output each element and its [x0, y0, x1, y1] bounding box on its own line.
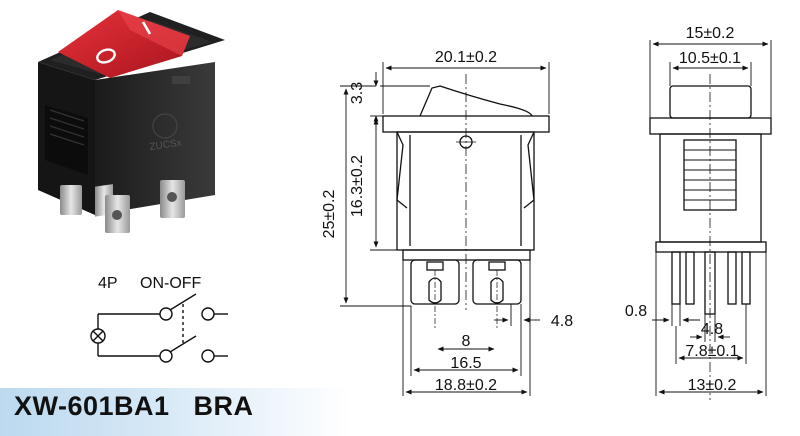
dim-side-base-width-label: 13±0.2 — [688, 377, 737, 394]
side-dimension-lines — [649, 40, 772, 396]
dim-frame-width-label: 15±0.2 — [686, 25, 735, 42]
model-suffix: BRA — [193, 391, 254, 421]
dim-rocker-height-label: 3.3 — [349, 82, 366, 104]
on-marking-icon — [141, 21, 152, 35]
off-marking-icon — [96, 48, 116, 64]
side-view-drawing — [649, 74, 772, 400]
front-view-drawing — [382, 74, 550, 330]
dim-terminal-spacing-label: 7.8±0.1 — [685, 343, 738, 360]
dim-side-terminal-width-label: 4.8 — [701, 321, 723, 338]
dim-terminal-pitch-label: 8 — [462, 333, 471, 350]
side-dimension-labels: 15±0.2 10.5±0.1 0.8 4.8 7.8±0.1 13±0.2 — [625, 25, 741, 394]
dim-rocker-width-label: 10.5±0.1 — [679, 50, 741, 67]
dim-base-width-label: 18.8±0.2 — [435, 377, 497, 394]
logo-emblem-icon — [152, 113, 178, 139]
dim-terminal-thickness-label: 0.8 — [625, 303, 647, 320]
dim-terminal-span-label: 16.5 — [450, 355, 481, 372]
dim-width-label: 20.1±0.2 — [435, 49, 497, 66]
front-dimension-lines — [340, 62, 550, 396]
product-illustration: ZUCSx — [38, 10, 225, 233]
front-dimension-labels: 20.1±0.2 3.3 16.3±0.2 25±0.2 4.8 8 16.5 … — [321, 49, 573, 394]
schematic-poles-label: 4P — [98, 275, 118, 292]
wiring-schematic: 4P ON-OFF — [90, 275, 228, 363]
model-number: XW-601BA1 — [14, 391, 170, 421]
model-title: XW-601BA1 BRA — [14, 391, 254, 422]
dim-terminal-width-label: 4.8 — [551, 313, 573, 330]
dim-body-height-label: 16.3±0.2 — [349, 155, 366, 217]
schematic-mode-label: ON-OFF — [140, 275, 202, 292]
dim-total-height-label: 25±0.2 — [321, 189, 338, 238]
model-banner — [0, 388, 350, 436]
svg-text:ZUCSx: ZUCSx — [149, 138, 182, 153]
